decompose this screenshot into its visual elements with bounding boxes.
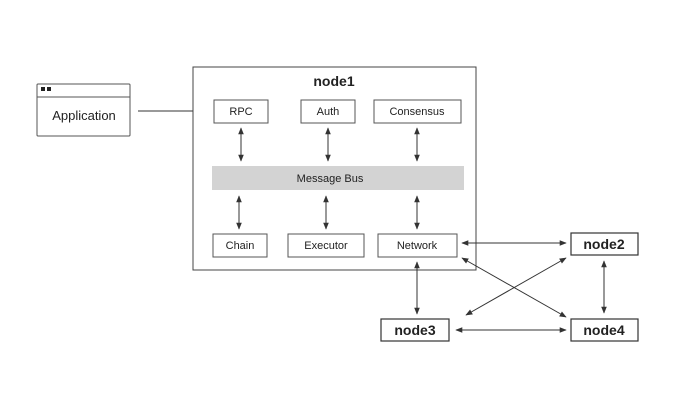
message-bus-label: Message Bus bbox=[297, 173, 364, 185]
module-executor-label: Executor bbox=[304, 240, 348, 252]
module-auth-label: Auth bbox=[317, 106, 340, 118]
node1-title: node1 bbox=[313, 73, 354, 89]
module-executor: Executor bbox=[287, 233, 365, 258]
application-window: Application bbox=[36, 83, 131, 137]
node3-label: node3 bbox=[394, 322, 435, 338]
module-network-label: Network bbox=[397, 240, 438, 252]
message-bus: Message Bus bbox=[212, 166, 464, 190]
window-dot-icon bbox=[47, 87, 51, 91]
node3-node2-arrow bbox=[465, 257, 567, 316]
module-chain-label: Chain bbox=[226, 240, 255, 252]
module-chain: Chain bbox=[212, 233, 268, 258]
module-consensus: Consensus bbox=[373, 99, 462, 124]
node4-box: node4 bbox=[570, 318, 639, 342]
module-auth: Auth bbox=[300, 99, 356, 124]
module-rpc-label: RPC bbox=[229, 106, 252, 118]
application-label: Application bbox=[52, 108, 116, 123]
module-rpc: RPC bbox=[213, 99, 269, 124]
window-dot-icon bbox=[41, 87, 45, 91]
module-consensus-label: Consensus bbox=[389, 106, 445, 118]
node2-box: node2 bbox=[570, 232, 639, 256]
node4-label: node4 bbox=[583, 322, 624, 338]
module-network: Network bbox=[377, 233, 458, 258]
node2-label: node2 bbox=[583, 236, 624, 252]
node3-box: node3 bbox=[380, 318, 450, 342]
